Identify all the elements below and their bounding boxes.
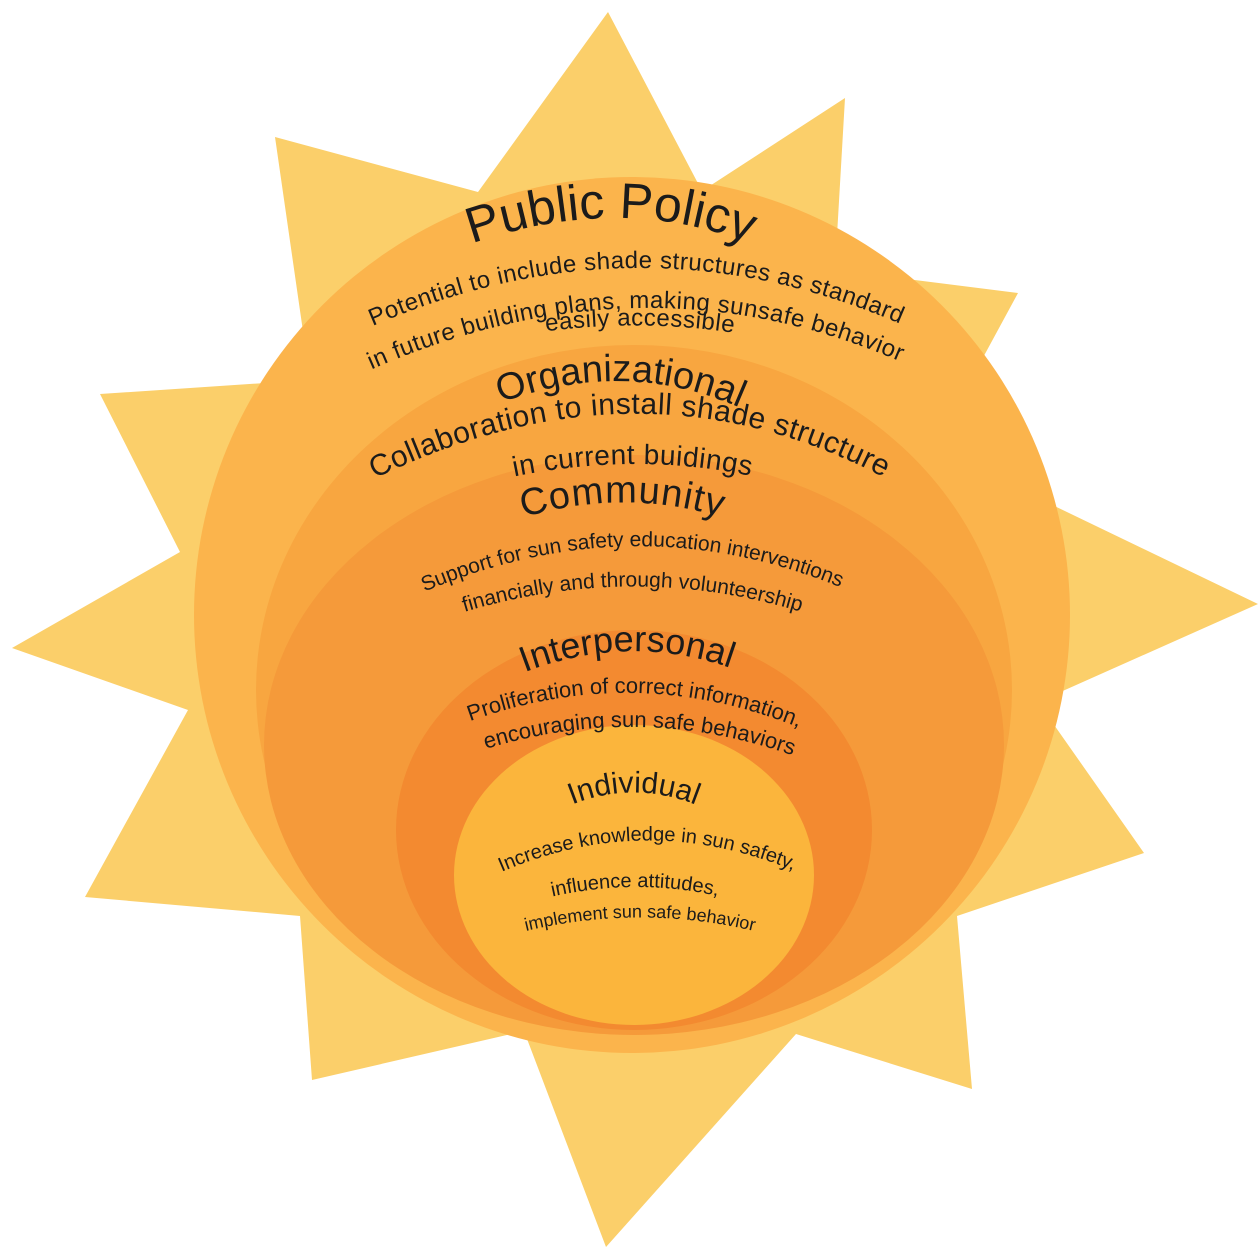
individual-circle bbox=[454, 725, 814, 1025]
